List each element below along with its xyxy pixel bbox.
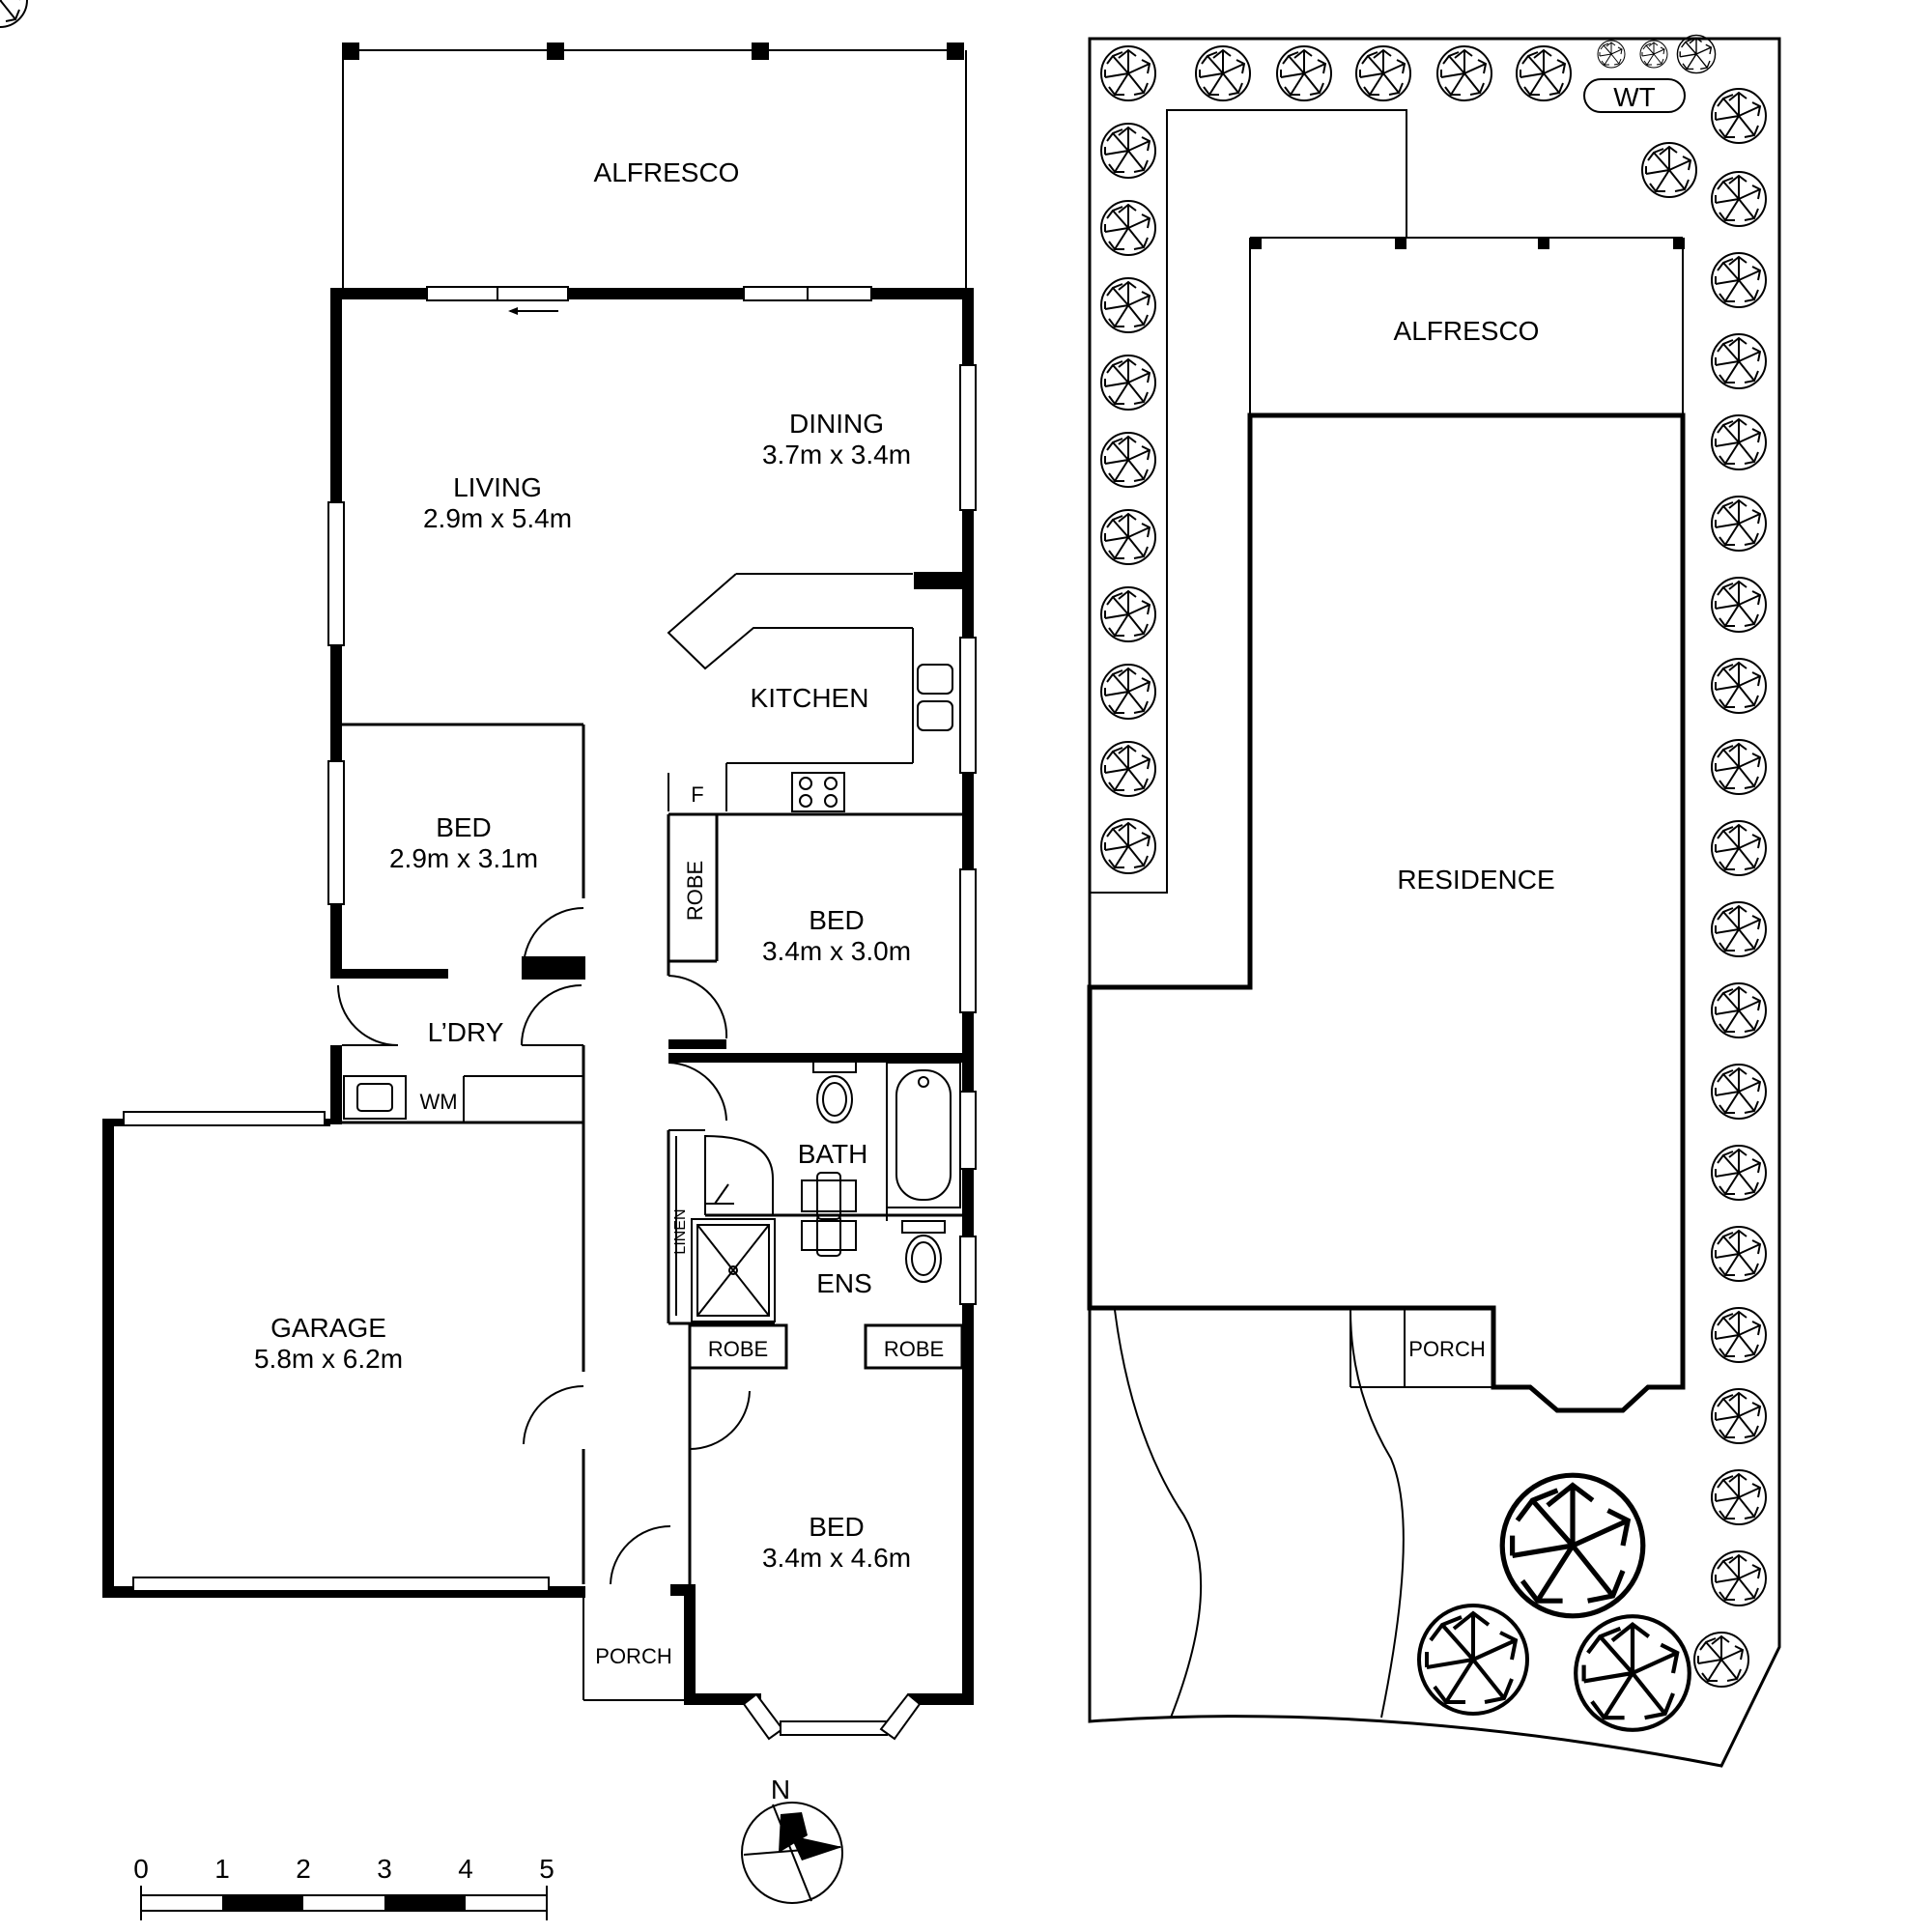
residence-label: RESIDENCE xyxy=(1397,865,1554,895)
site-alfresco-label: ALFRESCO xyxy=(1394,316,1540,346)
bed2-dims: 3.4m x 3.0m xyxy=(762,936,911,966)
garage-dims: 5.8m x 6.2m xyxy=(254,1344,403,1374)
trees xyxy=(0,0,1767,1730)
bed2-label: BED xyxy=(809,905,865,935)
residence-outline xyxy=(1087,412,1686,1413)
laundry-label: L’DRY xyxy=(428,1017,504,1047)
scale-bar: 0 1 2 3 4 5 xyxy=(133,1854,554,1920)
wm-label: WM xyxy=(419,1090,457,1114)
bed3-dims: 3.4m x 4.6m xyxy=(762,1543,911,1573)
fridge-label: F xyxy=(691,782,703,807)
site-boundary xyxy=(1088,37,1781,1768)
living-label: LIVING xyxy=(453,472,542,502)
floor-plan-labels: ALFRESCO LIVING 2.9m x 5.4m DINING 3.7m … xyxy=(254,157,944,1668)
scale-tick-2: 2 xyxy=(296,1854,311,1884)
bath-label: BATH xyxy=(798,1139,868,1169)
robe3-label: ROBE xyxy=(884,1337,944,1361)
water-tank-label: WT xyxy=(1613,82,1656,112)
dining-dims: 3.7m x 3.4m xyxy=(762,440,911,469)
north-compass: N xyxy=(741,1775,843,1904)
garage-label: GARAGE xyxy=(270,1313,386,1343)
floor-plan: ALFRESCO LIVING 2.9m x 5.4m DINING 3.7m … xyxy=(102,43,977,1741)
scale-tick-4: 4 xyxy=(458,1854,473,1884)
doors xyxy=(337,907,751,1585)
ens-label: ENS xyxy=(816,1268,872,1298)
linen-label: LINEN xyxy=(672,1208,689,1254)
internal-walls xyxy=(342,573,964,1701)
windows xyxy=(123,286,977,1741)
site-porch-label: PORCH xyxy=(1408,1337,1485,1361)
north-label: N xyxy=(771,1775,790,1804)
robe2-label: ROBE xyxy=(708,1337,768,1361)
bed1-dims: 2.9m x 3.1m xyxy=(389,843,538,873)
scale-tick-5: 5 xyxy=(539,1854,554,1884)
site-plan: WT ALFRESCO RESIDENCE PORCH xyxy=(0,0,1781,1768)
alfresco-label: ALFRESCO xyxy=(594,157,740,187)
kitchen-label: KITCHEN xyxy=(751,683,869,713)
porch-label: PORCH xyxy=(595,1644,671,1668)
scale-tick-3: 3 xyxy=(377,1854,392,1884)
living-dims: 2.9m x 5.4m xyxy=(423,503,572,533)
robe1-label: ROBE xyxy=(683,861,707,921)
scale-tick-1: 1 xyxy=(214,1854,230,1884)
bed3-label: BED xyxy=(809,1512,865,1542)
bed1-label: BED xyxy=(436,812,492,842)
scale-tick-0: 0 xyxy=(133,1854,149,1884)
dining-label: DINING xyxy=(789,409,884,439)
alfresco-area xyxy=(342,43,967,290)
